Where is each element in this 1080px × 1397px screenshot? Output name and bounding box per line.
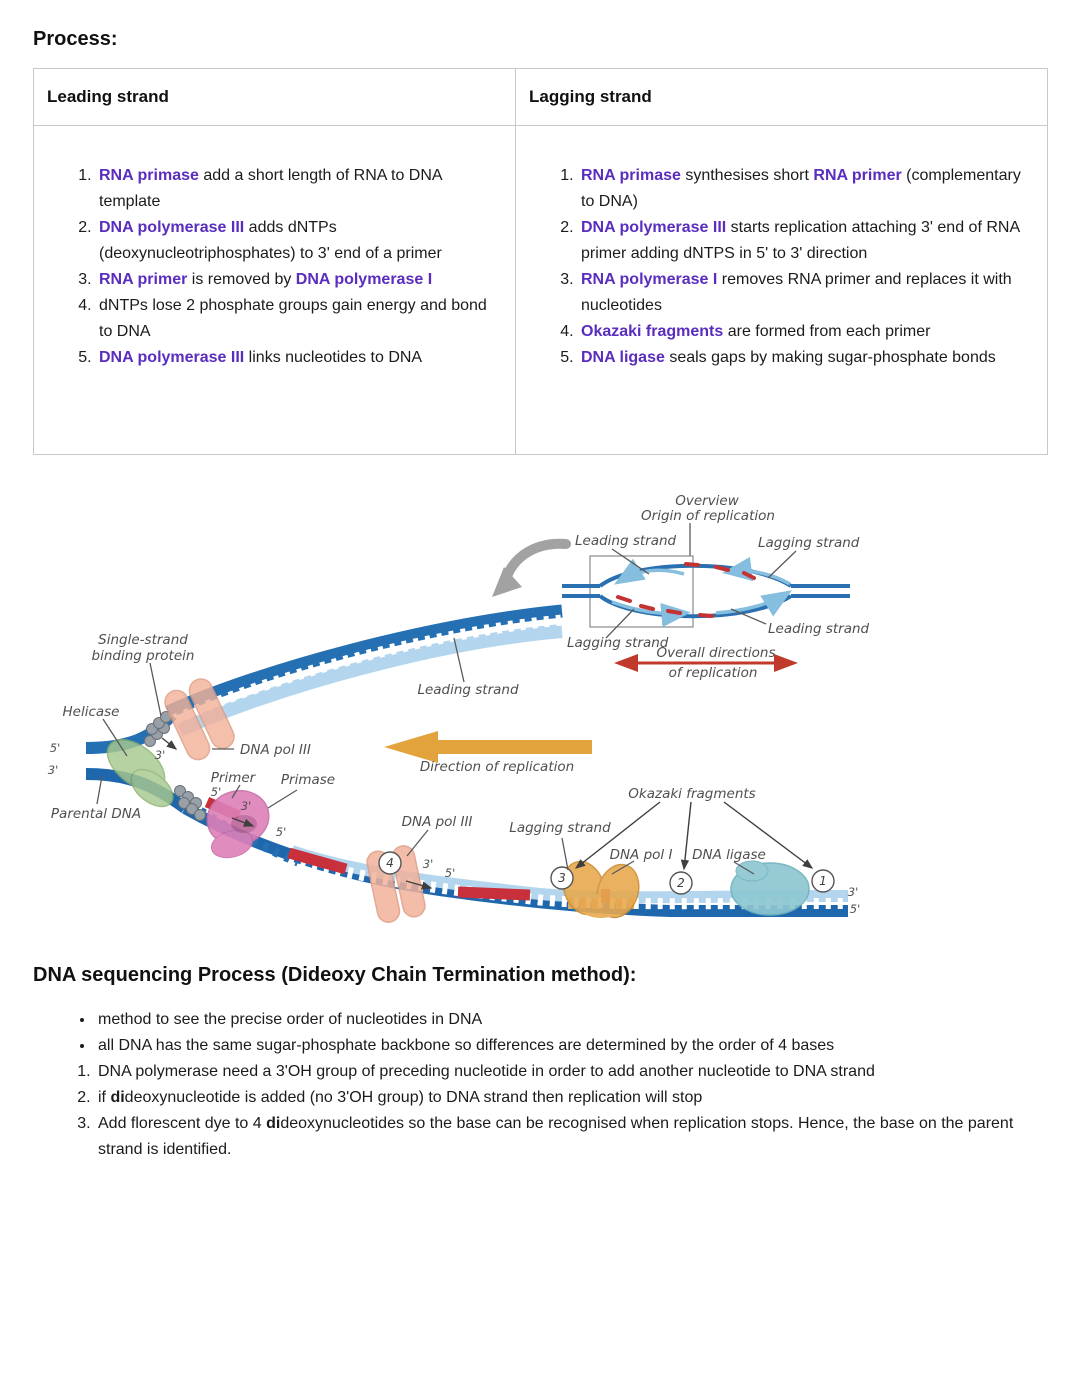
fragment-number-1: 1 (819, 874, 827, 888)
parental-dna-label: Parental DNA (51, 806, 141, 822)
bubble-primer-dashes (616, 562, 756, 618)
label-pointers (96, 637, 755, 875)
origin-label: Origin of replication (641, 508, 775, 524)
ssb-proteins-top (144, 711, 172, 747)
list-item: DNA ligase seals gaps by making sugar-ph… (578, 345, 1035, 371)
list-item: RNA primer is removed by DNA polymerase … (96, 267, 503, 293)
lagging-strand-column: Lagging strand RNA primase synthesises s… (515, 69, 1047, 454)
primase-3prime-label: 3' (241, 799, 251, 813)
fragment-numbers: 4 3 2 1 (378, 851, 835, 895)
okazaki-pointer-arrows (574, 801, 814, 871)
overview-focus-box (589, 555, 694, 628)
left-5prime-label: 5' (50, 741, 60, 755)
leading-strand-column: Leading strand RNA primase add a short l… (34, 69, 515, 454)
direction-of-replication-arrow (384, 731, 592, 763)
dna-replication-diagram: Overview Origin of replication Leading s… (48, 493, 870, 923)
list-item: DNA polymerase III starts replication at… (578, 215, 1035, 267)
overview-title: Overview (675, 493, 740, 509)
ssb-proteins-bottom (174, 785, 206, 821)
sequencing-bullet-list: method to see the precise order of nucle… (33, 1007, 1047, 1059)
dna-ligase-protein (730, 860, 810, 916)
overview-leading-top-label: Leading strand (575, 533, 677, 549)
left-3prime-label: 3' (48, 763, 58, 777)
sequencing-title: DNA sequencing Process (Dideoxy Chain Te… (33, 964, 637, 986)
process-table: Leading strand RNA primase add a short l… (33, 68, 1048, 455)
leading-strand-list: RNA primase add a short length of RNA to… (34, 126, 515, 371)
overview-leading-bottom-label: Leading strand (768, 621, 870, 637)
column-header-lagging: Lagging strand (516, 69, 1047, 126)
right-5prime-label: 5' (850, 902, 860, 916)
overview-inset: Overview Origin of replication Leading s… (562, 493, 870, 681)
pol1-label: DNA pol I (610, 847, 673, 863)
right-3prime-label: 3' (848, 885, 858, 899)
list-item: DNA polymerase need a 3'OH group of prec… (95, 1059, 1047, 1085)
list-item: DNA polymerase III adds dNTPs (deoxynucl… (96, 215, 503, 267)
overview-lagging-top-label: Lagging strand (758, 535, 860, 551)
overview-lagging-bottom-label: Lagging strand (567, 635, 669, 651)
sequencing-section: DNA sequencing Process (Dideoxy Chain Te… (33, 964, 1047, 1163)
list-item: Okazaki fragments are formed from each p… (578, 319, 1035, 345)
list-item: if dideoxynucleotide is added (no 3'OH g… (95, 1085, 1047, 1111)
sequencing-numbered-list: DNA polymerase need a 3'OH group of prec… (33, 1059, 1047, 1163)
primer-5prime-label: 5' (211, 785, 221, 799)
helicase-protein (106, 739, 174, 808)
leading-strand-label: Leading strand (417, 682, 519, 698)
helicase-label: Helicase (63, 704, 120, 720)
list-item: method to see the precise order of nucle… (95, 1007, 1047, 1033)
zoom-in-arrow (492, 538, 571, 597)
list-item: RNA primase add a short length of RNA to… (96, 163, 503, 215)
ssb-label-line1: Single-strand (98, 632, 188, 648)
list-item: RNA polymerase I removes RNA primer and … (578, 267, 1035, 319)
ligase-label: DNA ligase (692, 847, 766, 863)
fork-3prime-label: 3' (155, 748, 165, 762)
page-title: Process: (33, 28, 118, 50)
pol3-lagging-label: DNA pol III (402, 814, 473, 830)
lagging-strand-list: RNA primase synthesises short RNA primer… (516, 126, 1047, 371)
primase-protein (206, 789, 270, 859)
lagging-new-strand (290, 845, 849, 904)
primase-label: Primase (281, 772, 335, 788)
lagging-strand-label: Lagging strand (509, 820, 611, 836)
list-item: RNA primase synthesises short RNA primer… (578, 163, 1035, 215)
mid-5prime-label: 5' (276, 825, 286, 839)
overall-directions-line2: of replication (669, 665, 758, 681)
primer-label: Primer (211, 770, 257, 786)
dna-pol1-protein (562, 860, 640, 919)
list-item: dNTPs lose 2 phosphate groups gain energ… (96, 293, 503, 345)
pol3b-3prime-label: 3' (423, 857, 433, 871)
overall-directions-line1: Overall directions (656, 645, 775, 661)
replication-bubble (562, 563, 850, 619)
list-item: DNA polymerase III links nucleotides to … (96, 345, 503, 371)
fragment-number-4: 4 (386, 856, 394, 870)
direction-label: Direction of replication (420, 759, 574, 775)
lagging-base-pairs (288, 851, 849, 910)
dna-pol3-leading (164, 678, 235, 761)
column-header-leading: Leading strand (34, 69, 515, 126)
list-item: Add florescent dye to 4 dideoxynucleotid… (95, 1111, 1047, 1163)
fragment-number-3: 3 (558, 871, 566, 885)
ssb-label-line2: binding protein (92, 648, 195, 664)
pol3-leading-label: DNA pol III (240, 742, 311, 758)
pol3b-5prime-label: 5' (445, 866, 455, 880)
list-item: all DNA has the same sugar-phosphate bac… (95, 1033, 1047, 1059)
okazaki-fragments-label: Okazaki fragments (628, 786, 755, 802)
replication-fork: 4 3 2 1 (48, 604, 860, 923)
fragment-number-2: 2 (677, 876, 685, 890)
synthesis-arrows (161, 737, 433, 890)
